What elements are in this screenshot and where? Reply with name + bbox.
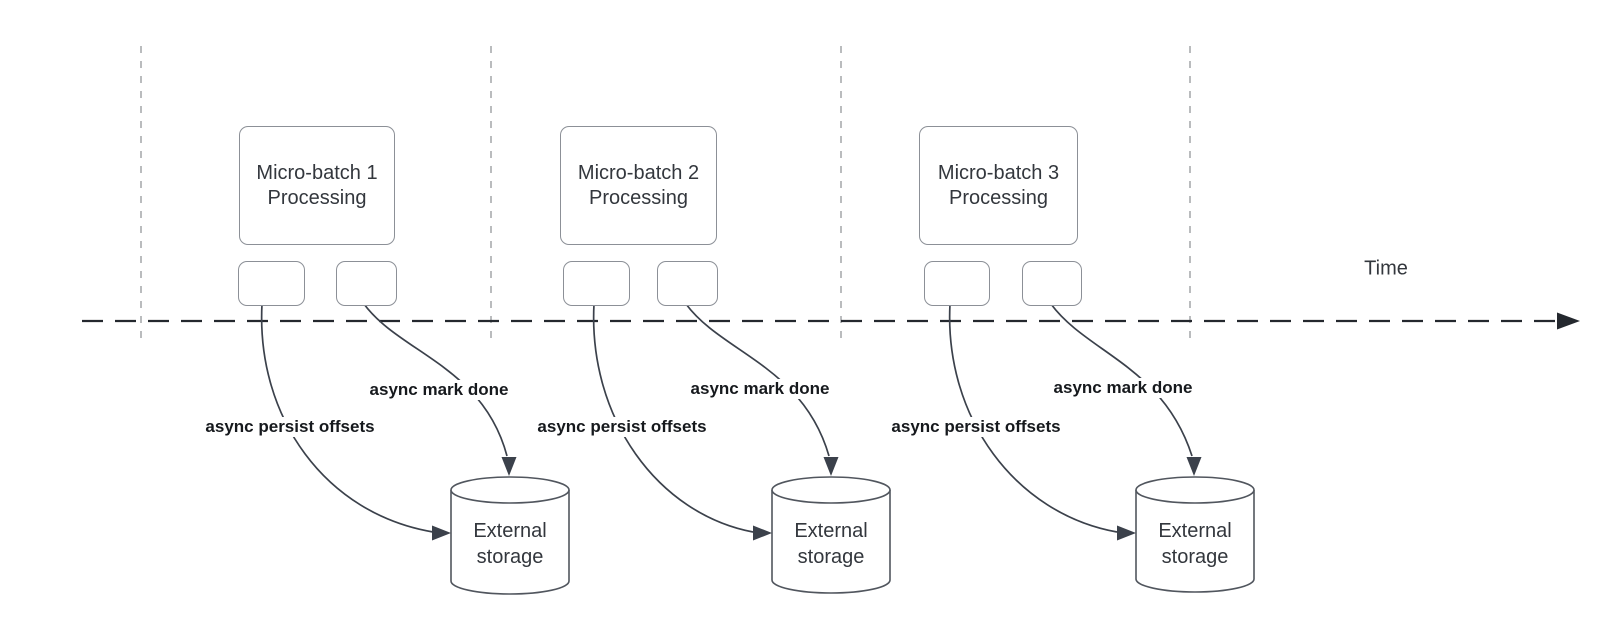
mark-done-connector (363, 303, 508, 457)
persist-offsets-source-box (924, 261, 990, 306)
external-storage-cylinder (450, 476, 570, 595)
external-storage-label: External storage (1158, 520, 1232, 568)
micro-batch-title: Micro-batch 1 (256, 161, 378, 184)
persist-offsets-connector (948, 303, 1118, 533)
persist-offsets-arrowhead (432, 525, 451, 541)
micro-batch-title: Micro-batch 3 (937, 161, 1060, 184)
persist-offsets-label: async persist offsets (889, 417, 1063, 437)
mark-done-connector (1050, 303, 1193, 457)
mark-done-source-box (336, 261, 397, 306)
time-label: Time (1364, 257, 1408, 280)
persist-offsets-source-box (563, 261, 630, 306)
mark-done-label: async mark done (688, 379, 832, 399)
external-storage-label: External storage (473, 520, 547, 568)
micro-batch-subtitle: Processing (589, 186, 688, 209)
mark-done-label: async mark done (367, 380, 511, 400)
time-axis-arrowhead (1557, 312, 1580, 330)
micro-batch-1-box: Micro-batch 1 Processing (239, 126, 395, 245)
persist-offsets-connector (592, 303, 754, 533)
mark-done-source-box (657, 261, 718, 306)
mark-done-arrowhead (501, 457, 517, 476)
mark-done-source-box (1022, 261, 1082, 306)
micro-batch-3-box: Micro-batch 3 Processing (919, 126, 1078, 245)
external-storage-cylinder (771, 476, 891, 594)
persist-offsets-label: async persist offsets (535, 417, 709, 437)
micro-batch-subtitle: Processing (267, 186, 367, 209)
micro-batch-title: Micro-batch 2 (577, 161, 700, 184)
micro-batch-subtitle: Processing (949, 186, 1048, 209)
persist-offsets-label: async persist offsets (203, 417, 377, 437)
mark-done-label: async mark done (1051, 378, 1195, 398)
mark-done-connector (685, 303, 830, 457)
persist-offsets-arrowhead (1117, 525, 1136, 541)
external-storage-label: External storage (794, 520, 868, 568)
mark-done-arrowhead (823, 457, 839, 476)
external-storage-cylinder (1135, 476, 1255, 593)
persist-offsets-connector (260, 303, 434, 533)
mark-done-arrowhead (1186, 457, 1202, 476)
persist-offsets-arrowhead (753, 525, 772, 541)
persist-offsets-source-box (238, 261, 305, 306)
micro-batch-2-box: Micro-batch 2 Processing (560, 126, 717, 245)
